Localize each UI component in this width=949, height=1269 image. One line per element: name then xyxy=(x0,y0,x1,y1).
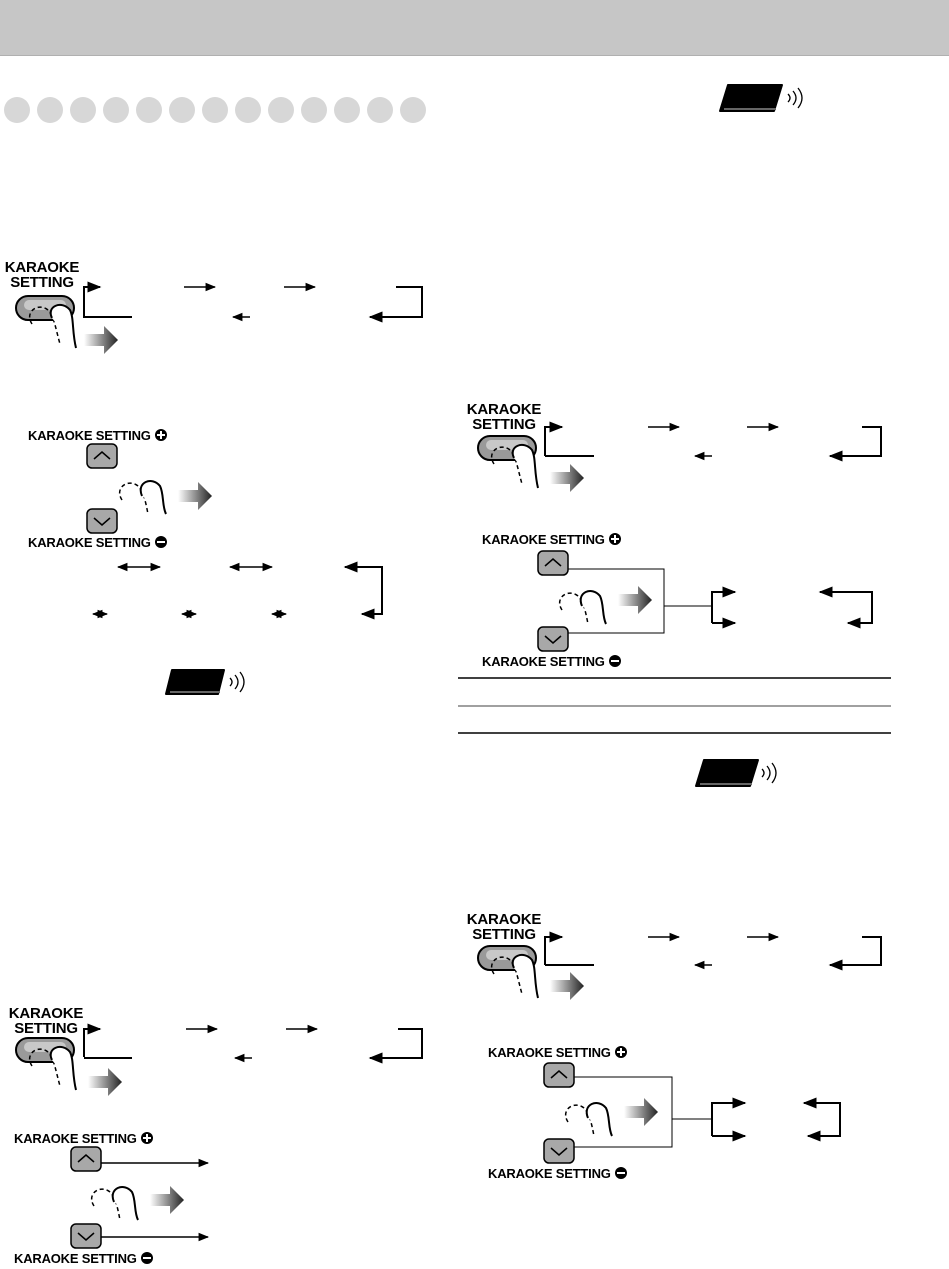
remote-control-icon xyxy=(165,669,245,695)
plus-circle-icon xyxy=(614,1046,627,1058)
chevron-up-icon xyxy=(550,1070,568,1079)
section-dot xyxy=(367,97,393,123)
remote-control-icon xyxy=(719,84,803,112)
up-button[interactable] xyxy=(543,1062,575,1088)
karaoke-setting-plus-label: KARAOKE SETTING xyxy=(488,1046,627,1060)
karaoke-plus-text: KARAOKE SETTING xyxy=(28,428,151,443)
section-dot xyxy=(268,97,294,123)
header-bar xyxy=(0,0,949,56)
section-dot xyxy=(70,97,96,123)
chevron-up-icon xyxy=(77,1154,95,1163)
minus-circle-icon xyxy=(140,1252,153,1264)
chevron-down-icon xyxy=(93,517,111,526)
karaoke-minus-text: KARAOKE SETTING xyxy=(488,1166,611,1181)
cycle-diagram-1 xyxy=(83,281,423,323)
karaoke-label-line2: SETTING xyxy=(472,926,536,943)
chevron-up-icon xyxy=(544,558,562,567)
cycle-diagram-2 xyxy=(91,561,383,620)
karaoke-setting-button-label: KARAOKE SETTING xyxy=(466,912,542,942)
plus-circle-icon xyxy=(140,1132,153,1144)
karaoke-minus-text: KARAOKE SETTING xyxy=(14,1251,137,1266)
section-dot xyxy=(202,97,228,123)
finger-press-icon xyxy=(118,480,212,515)
chevron-up-icon xyxy=(93,451,111,460)
karaoke-setting-plus-label: KARAOKE SETTING xyxy=(482,533,621,547)
section-dot xyxy=(37,97,63,123)
karaoke-setting-plus-label: KARAOKE SETTING xyxy=(14,1132,153,1146)
chevron-down-icon xyxy=(550,1147,568,1156)
minus-circle-icon xyxy=(608,655,621,667)
section-dot xyxy=(301,97,327,123)
karaoke-plus-text: KARAOKE SETTING xyxy=(482,532,605,547)
down-button[interactable] xyxy=(543,1138,575,1164)
karaoke-label-line2: SETTING xyxy=(472,416,536,433)
down-button[interactable] xyxy=(537,626,569,652)
section-dot xyxy=(334,97,360,123)
finger-press-icon[interactable] xyxy=(12,290,120,358)
minus-circle-icon xyxy=(614,1167,627,1179)
karaoke-setting-minus-label: KARAOKE SETTING xyxy=(488,1167,627,1181)
up-button[interactable] xyxy=(70,1146,102,1172)
finger-press-icon[interactable] xyxy=(474,430,586,496)
up-button[interactable] xyxy=(537,550,569,576)
section-dot xyxy=(4,97,30,123)
down-button[interactable] xyxy=(86,508,118,534)
karaoke-setting-button-label: KARAOKE SETTING xyxy=(4,260,80,290)
karaoke-setting-minus-label: KARAOKE SETTING xyxy=(28,536,167,550)
cycle-diagram-4 xyxy=(544,421,882,462)
toggle-diagram-7 xyxy=(572,1076,841,1148)
karaoke-plus-text: KARAOKE SETTING xyxy=(14,1131,137,1146)
section-dot xyxy=(235,97,261,123)
karaoke-label-line1: KARAOKE xyxy=(466,401,542,418)
karaoke-label-line1: KARAOKE xyxy=(466,911,542,928)
cycle-diagram-3 xyxy=(83,1023,423,1242)
karaoke-setting-button-label: KARAOKE SETTING xyxy=(466,402,542,432)
table-rules xyxy=(458,677,891,734)
finger-press-icon[interactable] xyxy=(474,940,586,1006)
section-dot xyxy=(400,97,426,123)
karaoke-plus-text: KARAOKE SETTING xyxy=(488,1045,611,1060)
karaoke-setting-plus-label: KARAOKE SETTING xyxy=(28,429,167,443)
karaoke-label-line2: SETTING xyxy=(14,1020,78,1037)
finger-press-icon[interactable] xyxy=(12,1032,124,1100)
up-button[interactable] xyxy=(86,443,118,469)
karaoke-minus-text: KARAOKE SETTING xyxy=(482,654,605,669)
section-dot xyxy=(136,97,162,123)
karaoke-setting-button-label: KARAOKE SETTING xyxy=(8,1006,84,1036)
cycle-diagram-6 xyxy=(544,931,882,971)
plus-circle-icon xyxy=(154,429,167,441)
chevron-down-icon xyxy=(77,1232,95,1241)
toggle-diagram-5 xyxy=(566,568,873,634)
finger-press-icon xyxy=(564,1098,658,1137)
section-dot xyxy=(103,97,129,123)
karaoke-label-line1: KARAOKE xyxy=(8,1005,84,1022)
remote-control-icon xyxy=(695,759,777,787)
finger-press-icon xyxy=(558,586,652,625)
karaoke-setting-minus-label: KARAOKE SETTING xyxy=(14,1252,153,1266)
down-button[interactable] xyxy=(70,1223,102,1249)
minus-circle-icon xyxy=(154,536,167,548)
karaoke-label-line2: SETTING xyxy=(10,274,74,291)
karaoke-label-line1: KARAOKE xyxy=(4,259,80,276)
chevron-down-icon xyxy=(544,635,562,644)
karaoke-minus-text: KARAOKE SETTING xyxy=(28,535,151,550)
section-dot xyxy=(169,97,195,123)
plus-circle-icon xyxy=(608,533,621,545)
karaoke-setting-minus-label: KARAOKE SETTING xyxy=(482,655,621,669)
finger-press-icon xyxy=(90,1186,184,1221)
